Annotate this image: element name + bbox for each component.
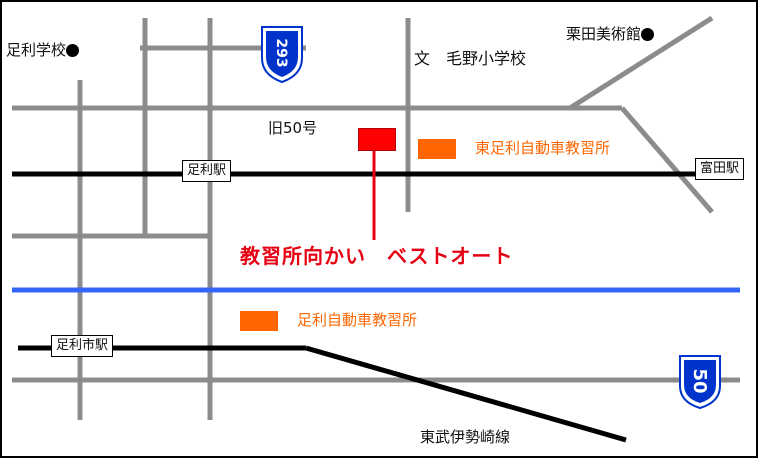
route-293-number: 293 (273, 38, 289, 67)
driving-school-label: 足利自動車教習所 (297, 311, 418, 329)
east-driving-school-marker (418, 139, 456, 159)
old-route-50-label: 旧50号 (268, 119, 318, 137)
keno-elementary-label: 毛野小学校 (446, 49, 527, 68)
route-50-sign: 50 (679, 355, 721, 410)
route-50-number: 50 (689, 368, 710, 393)
route-293-sign: 293 (261, 26, 303, 84)
east-driving-school-label: 東足利自動車教習所 (475, 139, 611, 157)
road-diag-tomita (620, 106, 714, 214)
landmark-dot-icon (66, 44, 80, 57)
ashikagashi-station: 足利市駅 (51, 335, 114, 357)
best-auto-callout: 教習所向かい ベストオート (240, 244, 514, 268)
best-auto-marker (358, 128, 396, 151)
kurita-museum-label: 栗田美術館 (566, 25, 642, 43)
railway-tobu-diag (305, 345, 627, 443)
kurita-museum-landmark: 栗田美術館 (566, 25, 655, 43)
ashikaga-gakko-landmark: 足利学校 (6, 41, 80, 59)
ashikaga-gakko-label: 足利学校 (6, 41, 67, 59)
school-symbol: 文 (414, 49, 431, 68)
landmark-dot-icon (641, 28, 655, 41)
ashikaga-station: 足利駅 (182, 160, 232, 182)
tomita-station: 富田駅 (695, 158, 745, 180)
road-diag-kurita (568, 15, 714, 111)
tobu-isesaki-line-label: 東武伊勢崎線 (420, 428, 511, 446)
driving-school-marker (240, 311, 278, 331)
roads (12, 15, 740, 420)
